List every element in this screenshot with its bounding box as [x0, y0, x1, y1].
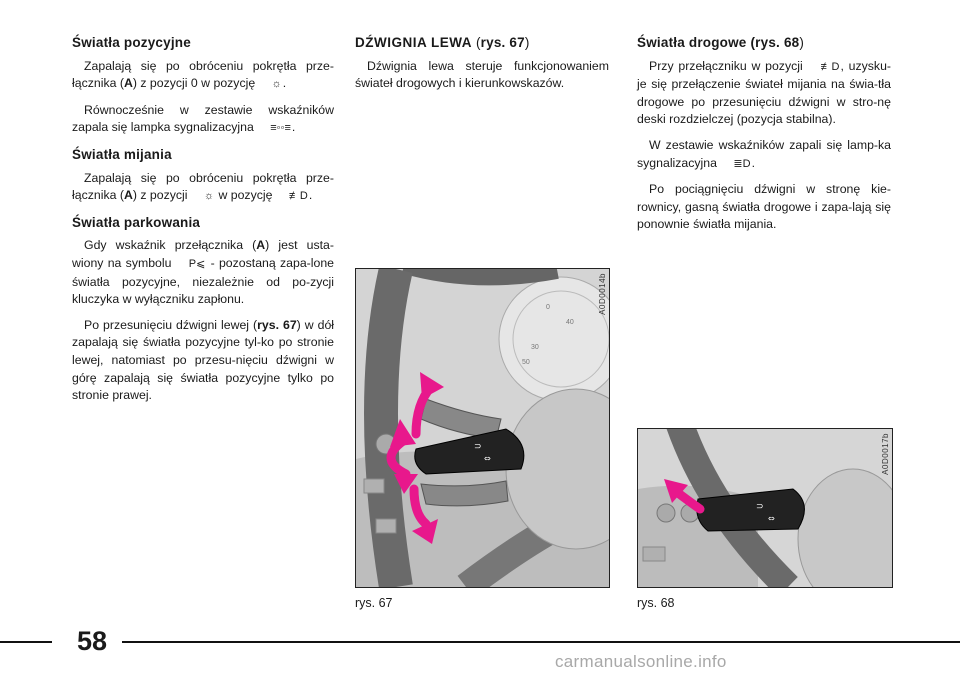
figure-67-caption: rys. 67: [355, 596, 393, 610]
paragraph-high-beam-2: W zestawie wskaźników zapali się lamp-ka…: [637, 137, 891, 173]
heading-position-lights: Światła pozycyjne: [72, 35, 191, 50]
arrow-forward-icon: [664, 479, 705, 514]
watermark: carmanualsonline.info: [555, 652, 727, 671]
arrow-down-icon: [409, 484, 438, 544]
heading-parking-lights: Światła parkowania: [72, 214, 201, 230]
speedo-label-40: 40: [566, 319, 574, 326]
low-beam-icon: ≢D: [288, 190, 308, 203]
figure-68-high-beam: ⊃ ⇔ A0D0017b: [637, 428, 893, 588]
figure-68-code: A0D0017b: [881, 433, 890, 475]
figure-67-illustration: 30 50 40 0 ⊃ ⇔: [356, 269, 609, 587]
svg-text:⊃: ⊃: [474, 442, 482, 452]
svg-text:⇔: ⇔: [484, 454, 491, 463]
speedo-label-30: 30: [531, 344, 539, 351]
column-right: Światła drogowe (rys. 68) Przy przełączn…: [637, 34, 891, 242]
low-beam-icon: ≢D: [820, 60, 840, 73]
footer-rule-left: [0, 641, 52, 643]
footer-rule-right: [122, 641, 960, 643]
heading-left-lever: DŹWIGNIA LEWA (rys. 67): [355, 35, 530, 50]
high-beam-icon: ≣D: [733, 157, 751, 170]
arrow-up-icon: [411, 372, 444, 439]
paragraph-parking-lights-1: Gdy wskaźnik przełącznika (A) jest usta-…: [72, 238, 334, 307]
paragraph-high-beam-1: Przy przełączniku w pozycji ≢D, uzysku-j…: [637, 58, 892, 127]
heading-high-beam: Światła drogowe (rys. 68): [637, 35, 805, 50]
position-lamp-icon: ≡◦◦≡: [270, 122, 291, 135]
figure-67-left-lever: 30 50 40 0 ⊃ ⇔: [355, 268, 610, 588]
speedo-label-50: 50: [522, 359, 530, 366]
svg-text:⇔: ⇔: [768, 514, 775, 523]
lever-main: ⊃ ⇔: [414, 428, 525, 475]
page-number: 58: [76, 626, 108, 656]
figure-67-code: A0D0014b: [598, 273, 607, 315]
lever-down-position: [420, 480, 509, 507]
paragraph-parking-lights-2: Po przesunięciu dźwigni lewej (rys. 67) …: [72, 317, 335, 403]
sun-icon: ☼: [203, 190, 215, 203]
paragraph-left-lever: Dźwignia lewa steruje funkcjonowaniem św…: [355, 58, 609, 91]
figure-68-caption: rys. 68: [637, 596, 675, 610]
speedo-label-0: 0: [546, 304, 550, 311]
heading-low-beam: Światła mijania: [72, 146, 172, 162]
paragraph-high-beam-3: Po pociągnięciu dźwigni w stronę kie-row…: [637, 182, 891, 232]
column-left: Światła pozycyjne Zapalają się po obróce…: [72, 34, 334, 413]
column-middle: DŹWIGNIA LEWA (rys. 67) Dźwignia lewa st…: [355, 34, 609, 101]
arrow-pull-icon: [386, 419, 418, 494]
paragraph-position-lights-2: Równocześnie w zestawie wskaźników zapal…: [72, 102, 334, 138]
paragraph-low-beam: Zapalają się po obróceniu pokrętła prze-…: [72, 170, 334, 206]
svg-text:⊃: ⊃: [756, 502, 764, 512]
figure-68-illustration: ⊃ ⇔: [638, 429, 892, 587]
parking-light-icon: P⩽: [188, 257, 206, 270]
sun-icon: ☼: [271, 78, 282, 91]
paragraph-position-lights-1: Zapalają się po obróceniu pokrętła prze-…: [72, 58, 334, 94]
